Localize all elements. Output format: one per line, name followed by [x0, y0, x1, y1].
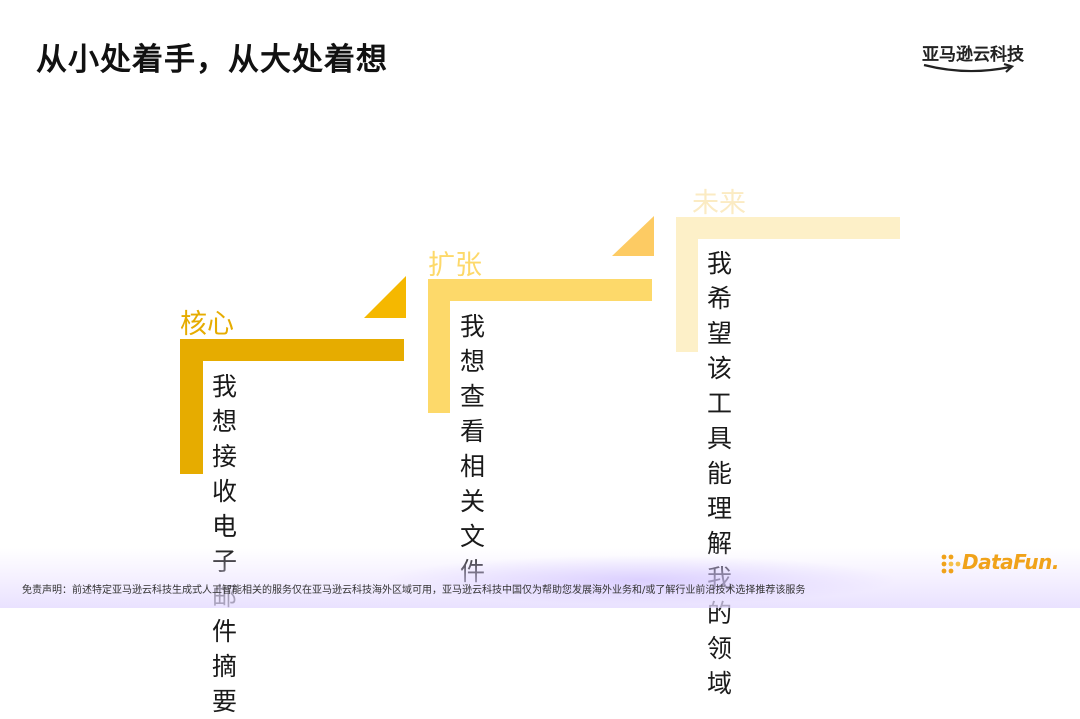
step-core-triangle	[364, 276, 406, 318]
logo-text: 亚马逊云科技	[922, 45, 1024, 65]
step-future-top-bar	[676, 217, 900, 239]
step-core-text: 我想接收电子 邮件摘要	[212, 369, 237, 719]
step-future-text: 我希望该工具 能理解我的领 域	[707, 246, 732, 701]
step-expand-triangle	[612, 216, 654, 256]
datafun-text: DataFun.	[962, 550, 1059, 574]
step-future-side-bar	[676, 217, 698, 352]
footer-band	[0, 548, 1080, 608]
disclaimer-text: 免责声明：前述特定亚马逊云科技生成式人工智能相关的服务仅在亚马逊云科技海外区域可…	[22, 585, 806, 596]
step-core-side-bar	[180, 339, 203, 474]
step-future-text-line3: 域	[707, 669, 733, 698]
step-expand-text-line1: 我想查看相关	[460, 312, 486, 516]
step-expand-label: 扩张	[428, 250, 482, 281]
footer-glow	[380, 555, 900, 605]
step-expand-text: 我想查看相关 文件	[460, 309, 485, 589]
step-expand-top-bar	[428, 279, 652, 301]
smile-arrow-icon	[923, 62, 1015, 73]
aws-logo: 亚马逊云科技	[922, 40, 1040, 80]
page-title: 从小处着手，从大处着想	[36, 42, 388, 78]
step-future-text-line1: 我希望该工具	[707, 249, 733, 453]
step-core-label: 核心	[180, 309, 234, 340]
step-future-label: 未来	[692, 188, 746, 219]
step-core-top-bar	[180, 339, 404, 361]
step-expand-side-bar	[428, 279, 450, 413]
datafun-dots-icon	[941, 554, 961, 574]
